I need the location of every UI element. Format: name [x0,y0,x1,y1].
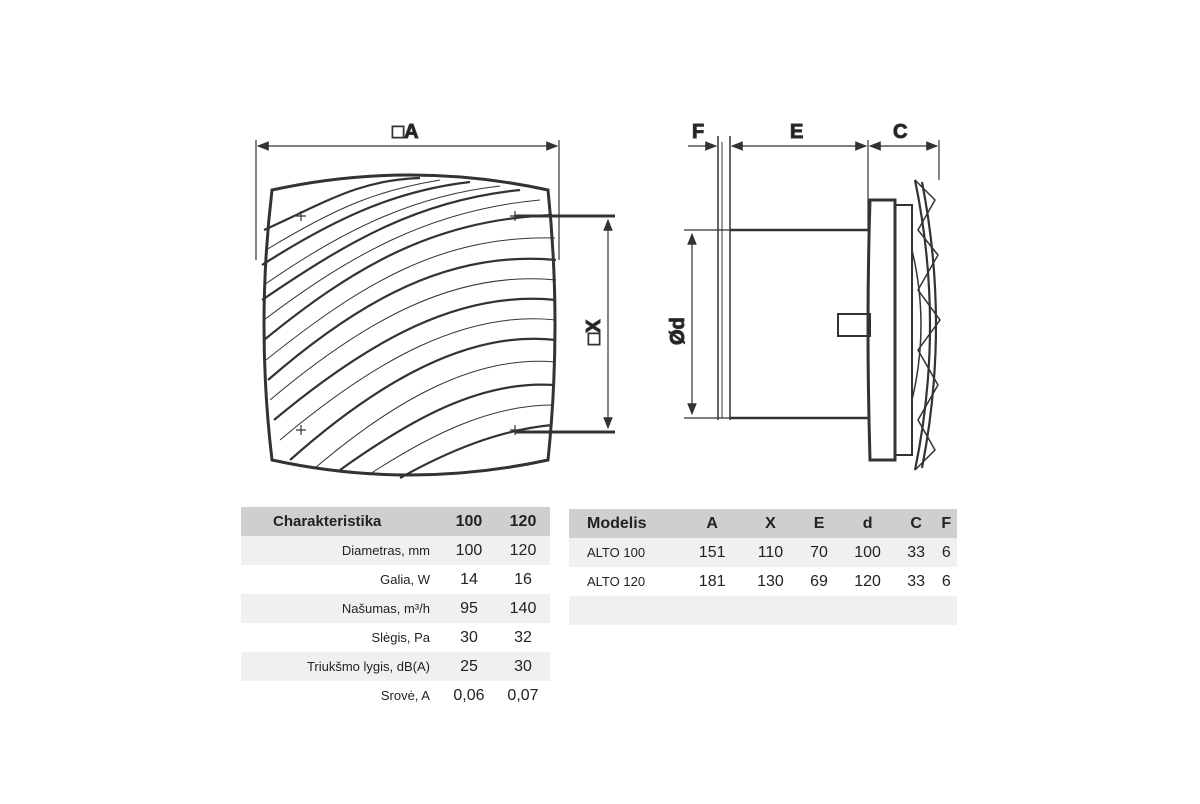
cell: 69 [810,572,828,590]
table-row: ALTO 120 181 130 69 120 33 6 [569,567,957,596]
header-cell: C [896,509,936,538]
cell: 130 [757,572,784,590]
cell: Diametras, mm [241,536,442,565]
cell: ALTO 100 [569,538,683,567]
cell: 32 [514,628,532,646]
cell: 6 [941,572,951,590]
cell: Slėgis, Pa [371,630,430,645]
header-cell: Modelis [569,509,683,538]
cell: 30 [460,628,478,646]
empty-row [569,596,957,625]
table-row: Srovė, A 0,06 0,07 [241,681,550,710]
dimension-c-label: C [893,121,907,143]
cell: Galia, W [380,572,430,587]
cell: 120 [854,572,881,590]
dimension-x-label: □X [583,319,605,345]
cell: 70 [799,538,839,567]
cell: Našumas, m³/h [241,594,442,623]
cell: ALTO 120 [587,574,646,589]
cell: 140 [495,594,550,623]
header-cell: 100 [441,507,496,536]
cell: Srovė, A [380,688,430,703]
cell: 0,06 [453,686,485,704]
cell: 33 [907,572,926,590]
cell: 25 [441,652,496,681]
cell: 110 [741,538,800,567]
cell: 100 [838,538,897,567]
models-table: Modelis A X E d C F ALTO 100 151 110 70 … [569,509,957,625]
table-row: Slėgis, Pa 30 32 [241,623,550,652]
header-cell: A [683,509,742,538]
front-view: □A □X [255,121,615,479]
cell: 0,07 [507,686,539,704]
cell: 6 [935,538,957,567]
cell: 16 [514,570,532,588]
header-cell: Charakteristika [241,507,442,536]
cell: Triukšmo lygis, dB(A) [241,652,442,681]
dimension-d-label: Ød [667,317,689,345]
cell: 33 [896,538,936,567]
cell: 95 [441,594,496,623]
header-cell: d [838,509,897,538]
cell: 151 [683,538,742,567]
table-header-row: Modelis A X E d C F [569,509,957,538]
header-cell: X [741,509,800,538]
table-header-row: Charakteristika 100 120 [241,507,550,536]
side-view: F E C Ød [667,121,941,471]
cell: 120 [495,536,550,565]
header-cell: F [935,509,957,538]
cell: 181 [698,572,726,590]
cell: 14 [460,570,478,588]
dimension-a-label: □A [392,121,419,143]
table-row: ALTO 100 151 110 70 100 33 6 [569,538,957,567]
cell: 30 [495,652,550,681]
header-cell: E [799,509,839,538]
dimension-e-label: E [790,121,803,143]
header-cell: 120 [495,507,550,536]
empty-cell [569,596,957,625]
table-row: Galia, W 14 16 [241,565,550,594]
dimension-f-label: F [692,121,704,143]
cell: 100 [441,536,496,565]
